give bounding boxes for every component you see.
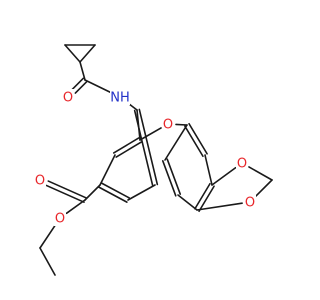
bond-c_prop_top-c_prop_left [64,44,81,63]
atom-label-o_ester_single: O [55,212,65,227]
atom-background-o_diox_bottom [244,194,256,210]
bond-ring_b4-ring_b5 [177,194,198,211]
bond-ring_a2-ring_a3-a [112,137,140,154]
atom-background-o_amide [62,89,74,105]
atom-label-o_ester_carbonyl: O [35,174,45,189]
bond-c_amide-o_amide-a [71,77,85,91]
bond-o_diox_bottom-c_methylene [254,179,273,198]
bond-ring_a6-ring_a1-a [138,108,159,186]
atom-background-o_ester_carbonyl [34,172,46,188]
atom-background-o_diox_top [236,155,248,171]
bond-c_amide-n_amide [84,79,114,95]
bond-ring_a2-o_ether [139,127,162,141]
atom-background-n_amide [110,89,130,105]
bond-c_prop_top-c_amide [79,61,86,81]
bond-c_ester-o_ester_single [65,199,86,215]
molecule-structure-diagram: O NH O O O O O [34,44,273,276]
bond-ring_a6-ring_a1-b [133,109,154,187]
bond-ring_a4-ring_a5-b [100,182,130,199]
bond-ring_b2-ring_b3 [204,154,213,186]
bond-ring_a4-c_ester [84,184,101,201]
atom-label-o_amide: O [63,91,73,106]
bond-o_ester_single-c_ethyl_1 [39,223,57,249]
bond-ring_a4-ring_a5-a [98,186,128,203]
bond-ring_b3-ring_b4-a [194,182,211,210]
bond-ring_b3-o_diox_top [211,166,237,186]
bond-o_ether-ring_b1 [175,123,188,126]
bond-c_amide-o_amide-b [74,80,88,94]
atom-label-n_amide: NH [110,91,130,106]
bond-ring_a2-ring_a3-b [115,141,143,158]
bond-ring_b5-ring_b6-a [166,158,182,195]
atom-label-o_diox_bottom: O [245,196,255,211]
bond-ring_b1-ring_b2-b [188,122,208,155]
atom-label-o_ether: O [163,118,173,133]
bond-ring_b5-ring_b6-b [161,160,177,197]
atom-layer: O NH O O O O O [34,89,256,227]
bond-ring_a5-ring_a6 [127,184,156,201]
bond-layer [39,44,273,276]
bond-c_ethyl_1-c_ethyl_2 [39,247,56,276]
bond-ring_b1-ring_b2-a [184,125,204,158]
atom-background-o_ether [162,116,174,132]
bond-c_ester-o_ester_carbonyl-a [47,180,87,199]
atom-background-o_ester_single [54,210,66,226]
bond-c_prop_top-c_prop_right [79,44,96,63]
bond-ring_b4-o_diox_bottom [196,202,243,211]
atom-label-o_diox_top: O [237,157,247,172]
bond-c_ester-o_ester_carbonyl-b [45,184,85,203]
bond-o_diox_top-c_methylene [248,166,273,181]
bond-ring_b3-ring_b4-b [198,185,215,213]
bond-ring_a3-ring_a4 [99,154,116,186]
bond-ring_b6-ring_b1 [164,124,188,161]
